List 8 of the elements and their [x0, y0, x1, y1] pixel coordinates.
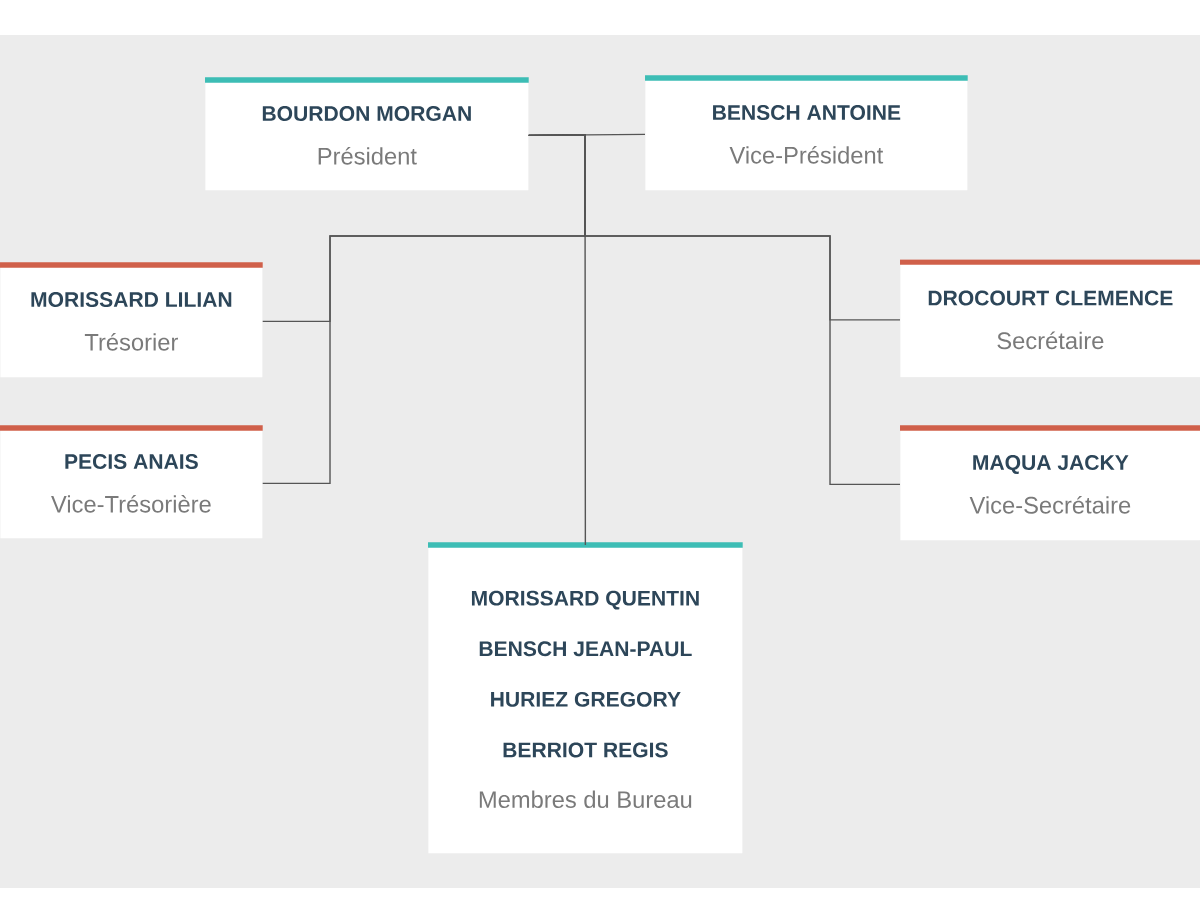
person-box: PECIS ANAIS Vice-Trésorière	[0, 425, 263, 539]
connector-line	[528, 134, 587, 546]
person-box: MAQUA JACKY Vice-Secrétaire	[900, 425, 1200, 541]
person-box: MORISSARD QUENTIN BENSCH JEAN-PAUL HURIEZ GREGORY BERRIOT REGIS Membres du Bureau	[428, 542, 743, 854]
person-box: MORISSARD LILIAN Trésorier	[0, 262, 263, 378]
person-box: BOURDON MORGAN Président	[205, 77, 529, 191]
person-box: DROCOURT CLEMENCE Secrétaire	[900, 259, 1200, 378]
person-box: BENSCH ANTOINE Vice-Président	[645, 75, 968, 191]
